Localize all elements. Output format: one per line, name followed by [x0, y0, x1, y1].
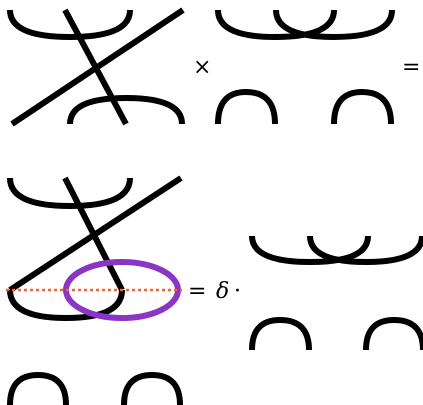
lower-cup-strand [7, 289, 125, 321]
cap-strand-left [215, 89, 278, 125]
cap-strand-right [363, 317, 423, 351]
delta-symbol: δ [216, 279, 229, 304]
cup-strand-right [307, 235, 423, 265]
cup-strand-left [215, 9, 337, 40]
cap-strand-left [7, 372, 69, 405]
bottom-caps [7, 372, 183, 405]
top-left-diagram [7, 7, 185, 127]
equals-sign-top: = [402, 55, 420, 80]
cup-strand [7, 177, 133, 209]
cup-strand-right [273, 9, 395, 40]
cap-strand [67, 95, 185, 125]
stacked-diagram [6, 175, 183, 321]
cap-strand-right [121, 372, 183, 405]
cap-strand-left [249, 317, 312, 351]
result-diagram [249, 235, 423, 351]
long-diagonal-strand [8, 175, 183, 293]
times-sign: × [193, 55, 211, 80]
equals-sign-mid: = [188, 279, 206, 304]
cup-strand [7, 9, 133, 40]
cdot-symbol: · [234, 279, 241, 304]
cap-strand-right [331, 89, 394, 125]
long-diagonal-strand [10, 7, 185, 127]
cup-strand-left [249, 235, 371, 265]
top-middle-diagram [215, 9, 395, 125]
